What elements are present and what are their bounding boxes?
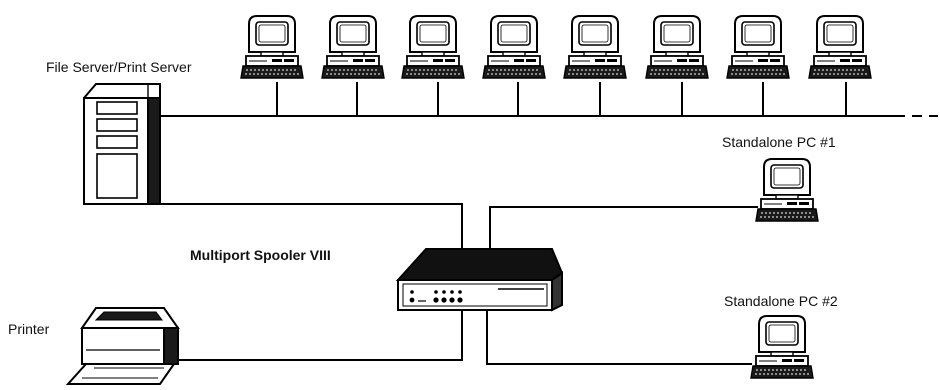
server-spooler-link (160, 203, 463, 255)
spooler-pc2-link (486, 310, 752, 365)
desktop-computer-icon (726, 15, 790, 79)
desktop-computer-icon (482, 15, 546, 79)
desktop-computer-icon (645, 15, 709, 79)
desktop-computer-icon (240, 15, 304, 79)
printer-icon (65, 307, 180, 385)
spooler-pc1-link (489, 206, 758, 250)
desktop-computer-icon (755, 158, 819, 222)
spooler-printer-link (174, 310, 463, 361)
network-cabling (160, 82, 938, 365)
desktop-computer-icon (808, 15, 872, 79)
tower-server-icon (83, 83, 161, 205)
desktop-computer-icon (750, 315, 814, 379)
spooler-label: Multiport Spooler VIII (190, 247, 331, 263)
desktop-computer-icon (321, 15, 385, 79)
server-label: File Server/Print Server (46, 59, 192, 75)
spooler-device-icon (395, 248, 564, 312)
printer-label: Printer (8, 321, 50, 337)
desktop-computer-icon (563, 15, 627, 79)
desktop-computer-icon (401, 15, 465, 79)
workstation-row (240, 15, 872, 79)
standalone-pc1-label: Standalone PC #1 (722, 134, 836, 150)
standalone-pc2-label: Standalone PC #2 (724, 293, 838, 309)
